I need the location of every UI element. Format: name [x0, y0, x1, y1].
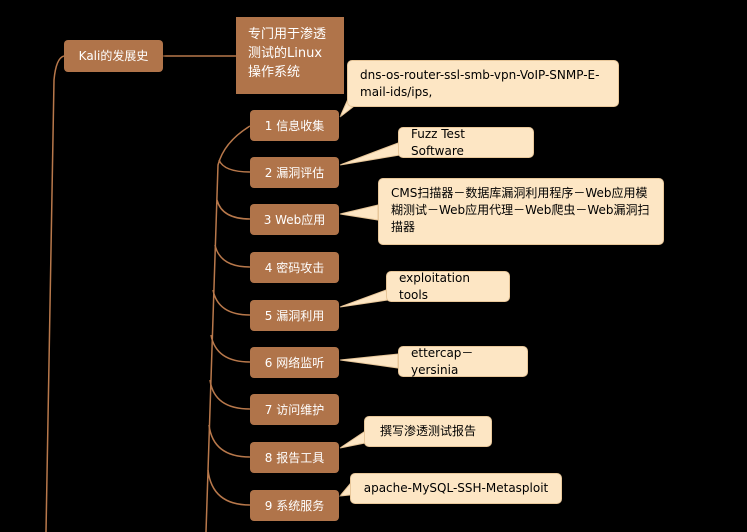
category-label: 4 密码攻击	[264, 260, 325, 275]
pointer-note-2	[339, 142, 401, 166]
connector-kali	[45, 55, 65, 532]
category-maintaining-access[interactable]: 7 访问维护	[250, 394, 339, 425]
category-label: 9 系统服务	[264, 498, 325, 513]
topic-kali-history-label: Kali的发展史	[78, 49, 149, 63]
connector-cat-8	[208, 424, 251, 458]
note-vuln-assessment: Fuzz Test Software	[398, 127, 534, 158]
category-label: 5 漏洞利用	[264, 308, 325, 323]
connector-trunk	[205, 125, 251, 532]
category-info-gathering[interactable]: 1 信息收集	[250, 110, 339, 141]
note-web-apps: CMS扫描器－数据库漏洞利用程序－Web应用模糊测试－Web应用代理－Web爬虫…	[378, 178, 664, 245]
connector-cat-6	[210, 334, 251, 363]
connector-cat-7	[209, 379, 251, 410]
category-system-services[interactable]: 9 系统服务	[250, 490, 339, 521]
note-text: dns-os-router-ssl-smb-vpn-VoIP-SNMP-E-ma…	[360, 68, 600, 99]
category-reporting-tools[interactable]: 8 报告工具	[250, 442, 339, 473]
category-label: 6 网络监听	[264, 355, 325, 370]
category-exploitation[interactable]: 5 漏洞利用	[250, 300, 339, 331]
connector-cat-3	[216, 199, 251, 220]
category-password-attacks[interactable]: 4 密码攻击	[250, 252, 339, 283]
topic-kali-history[interactable]: Kali的发展史	[64, 40, 163, 72]
pointer-note-3	[339, 204, 379, 221]
main-topic[interactable]: 专门用于渗透测试的Linux操作系统	[236, 17, 344, 94]
connector-cat-9	[207, 469, 251, 506]
note-text: CMS扫描器－数据库漏洞利用程序－Web应用模糊测试－Web应用代理－Web爬虫…	[391, 186, 650, 234]
category-label: 3 Web应用	[263, 212, 326, 227]
note-text: Fuzz Test Software	[411, 126, 465, 158]
category-label: 2 漏洞评估	[264, 165, 325, 180]
category-label: 8 报告工具	[264, 450, 325, 465]
note-text: apache-MySQL-SSH-Metasploit	[363, 481, 549, 495]
note-sniffing: ettercap－yersinia	[398, 346, 528, 377]
main-topic-label: 专门用于渗透测试的Linux操作系统	[248, 27, 327, 80]
note-info-gathering: dns-os-router-ssl-smb-vpn-VoIP-SNMP-E-ma…	[347, 60, 619, 107]
category-label: 1 信息收集	[264, 118, 325, 133]
connector-cat-5	[212, 289, 251, 316]
category-label: 7 访问维护	[264, 402, 325, 417]
note-text: ettercap－yersinia	[411, 345, 474, 377]
category-vuln-assessment[interactable]: 2 漏洞评估	[250, 157, 339, 188]
pointer-note-6	[339, 353, 399, 369]
note-exploitation: exploitation tools	[386, 271, 510, 302]
pointer-note-5	[339, 289, 389, 308]
category-sniffing[interactable]: 6 网络监听	[250, 347, 339, 378]
category-web-apps[interactable]: 3 Web应用	[250, 204, 339, 235]
note-reporting: 撰写渗透测试报告	[364, 416, 492, 447]
note-text: exploitation tools	[399, 270, 470, 302]
connector-cat-2	[218, 159, 251, 173]
connector-cat-4	[214, 244, 251, 268]
note-text: 撰写渗透测试报告	[379, 424, 476, 438]
note-system-services: apache-MySQL-SSH-Metasploit	[350, 473, 562, 504]
